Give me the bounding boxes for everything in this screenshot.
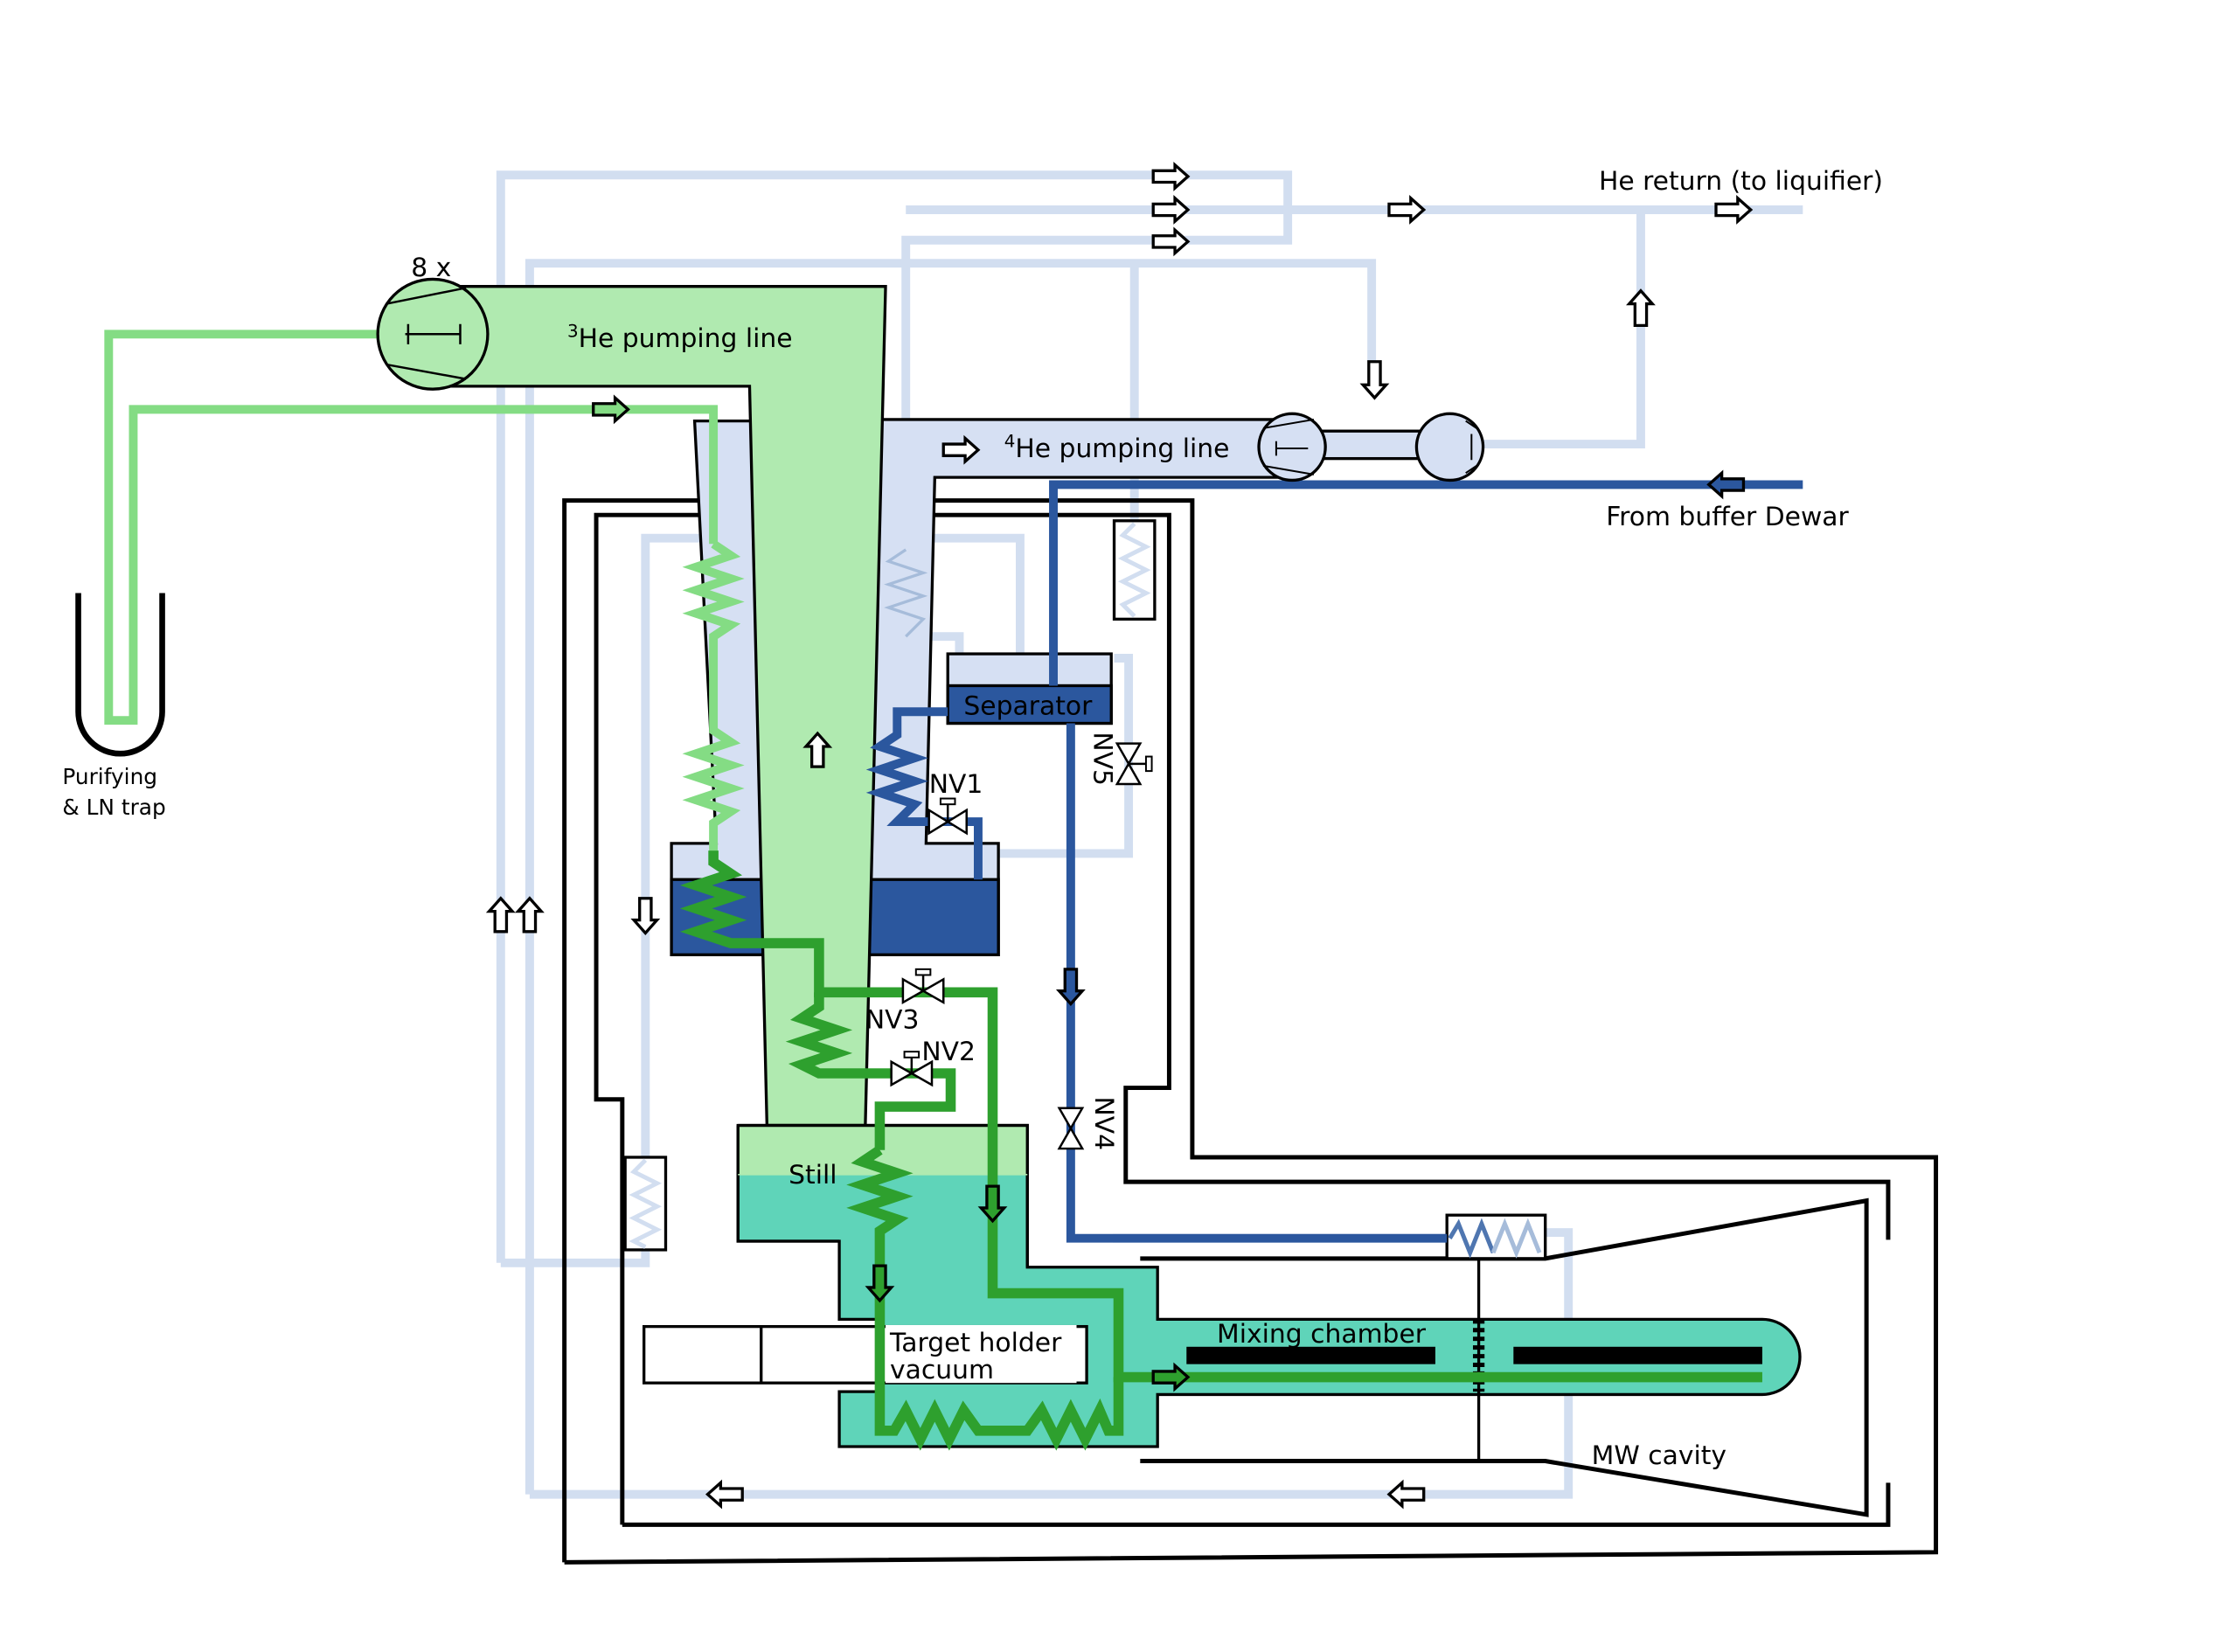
- valve-icon: [1115, 742, 1153, 786]
- flow-arrow-icon: [592, 394, 630, 425]
- he4-superscript: 4: [1004, 431, 1016, 451]
- separator-liquid: [946, 684, 1113, 725]
- he4-pump-connector: [1312, 429, 1431, 461]
- he-return-label: He return (to liquifier): [1599, 166, 1883, 197]
- pump-count-label: 8 x: [411, 253, 451, 283]
- nv3-label: NV3: [865, 1005, 920, 1036]
- flow-arrows: [485, 161, 1754, 1510]
- pump-icon: [1257, 412, 1327, 482]
- flow-arrow-icon: [977, 1184, 1008, 1224]
- valve-icon: [890, 1051, 934, 1087]
- he4-fill-line: [865, 480, 1803, 1243]
- mixing-chamber-label: Mixing chamber: [1217, 1319, 1427, 1350]
- flow-arrow-icon: [1151, 1362, 1191, 1392]
- separator-label: Separator: [963, 691, 1093, 722]
- he3-superscript: 3: [567, 322, 579, 342]
- flow-arrow-icon: [1386, 1479, 1426, 1510]
- nv2-label: NV2: [921, 1037, 976, 1067]
- flow-arrow-icon: [1151, 195, 1191, 225]
- target-holder-label-line2: vacuum: [890, 1355, 994, 1385]
- target-holder-label-line1: Target holder: [889, 1328, 1062, 1358]
- he3-line-text: He pumping line: [579, 323, 793, 354]
- nv4-label: NV4: [1088, 1096, 1119, 1150]
- mw-cavity-label: MW cavity: [1592, 1440, 1726, 1471]
- heat-exchanger-icon: [1112, 519, 1157, 621]
- flow-arrow-icon: [1706, 469, 1746, 500]
- flow-arrow-icon: [630, 897, 661, 935]
- nv5-label: NV5: [1087, 732, 1117, 786]
- flow-arrow-icon: [941, 434, 981, 465]
- heat-exchanger-icon: [623, 1156, 668, 1252]
- flow-arrow-icon: [1714, 195, 1754, 225]
- trap-label-line2: & LN trap: [62, 795, 165, 820]
- flow-arrow-icon: [705, 1479, 744, 1510]
- pump-icon: [376, 277, 490, 391]
- he4-pumping-line-label: 4He pumping line: [1004, 431, 1230, 464]
- he3-condensing-line: [679, 850, 1762, 1451]
- flow-arrow-icon: [1055, 968, 1086, 1007]
- flow-arrow-icon: [1387, 195, 1427, 225]
- mixing-chamber-plate-left: [1186, 1346, 1435, 1364]
- valve-icon: [901, 968, 945, 1005]
- still-label: Still: [789, 1160, 837, 1190]
- valve-icon: [1057, 1107, 1085, 1150]
- flow-arrow-icon: [1151, 226, 1191, 257]
- he3-pumping-line-label: 3He pumping line: [567, 322, 793, 355]
- he4-coil: [884, 548, 928, 638]
- pump-icon: [1414, 412, 1485, 482]
- flow-arrow-icon: [1151, 161, 1191, 191]
- nv1-label: NV1: [929, 769, 983, 800]
- trap-label-line1: Purifying: [62, 764, 157, 789]
- ln-trap-icon: [75, 593, 165, 757]
- mixing-chamber-plate-right: [1513, 1346, 1762, 1364]
- buffer-dewar-label: From buffer Dewar: [1606, 502, 1849, 532]
- flow-arrow-icon: [802, 731, 833, 768]
- flow-arrow-icon: [1359, 360, 1390, 400]
- he4-line-text: He pumping line: [1015, 434, 1229, 464]
- flow-arrow-icon: [514, 896, 545, 934]
- he3-return-light: [104, 330, 745, 851]
- flow-arrow-icon: [1626, 288, 1656, 328]
- valve-icon: [927, 797, 968, 836]
- flow-arrow-icon: [485, 896, 516, 934]
- flow-arrow-icon: [865, 1264, 895, 1303]
- heat-exchanger-icon: [1445, 1213, 1547, 1260]
